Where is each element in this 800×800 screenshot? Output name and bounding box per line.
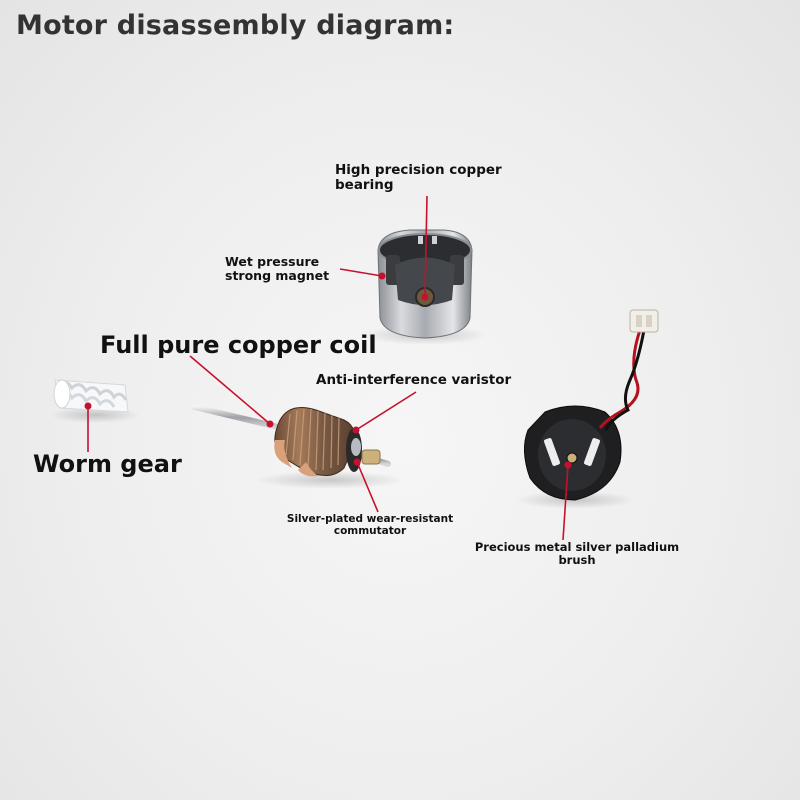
label-varistor: Anti-interference varistor (316, 372, 512, 388)
diagram-title: Motor disassembly diagram: (16, 10, 455, 41)
label-worm-gear: Worm gear (33, 450, 182, 478)
leader-dots (84, 272, 572, 469)
leader-coil (189, 355, 271, 425)
label-brush: Precious metal silver palladium brush (474, 540, 680, 567)
leader-brush (562, 464, 569, 541)
label-bearing: High precision copper bearing (335, 162, 502, 194)
worm-gear-part (50, 379, 140, 423)
leader-bearing (424, 195, 428, 298)
label-magnet: Wet pressure strong magnet (225, 254, 330, 283)
leader-commutator (356, 461, 379, 513)
leader-varistor (355, 391, 417, 431)
wire-and-connector (598, 309, 659, 431)
brush-end-cap (515, 405, 635, 509)
label-coil: Full pure copper coil (100, 331, 377, 359)
label-commutator: Silver-plated wear-resistant commutator (286, 513, 454, 537)
leader-magnet (339, 268, 383, 277)
leader-lines (87, 195, 569, 541)
rotor-armature (192, 404, 405, 489)
